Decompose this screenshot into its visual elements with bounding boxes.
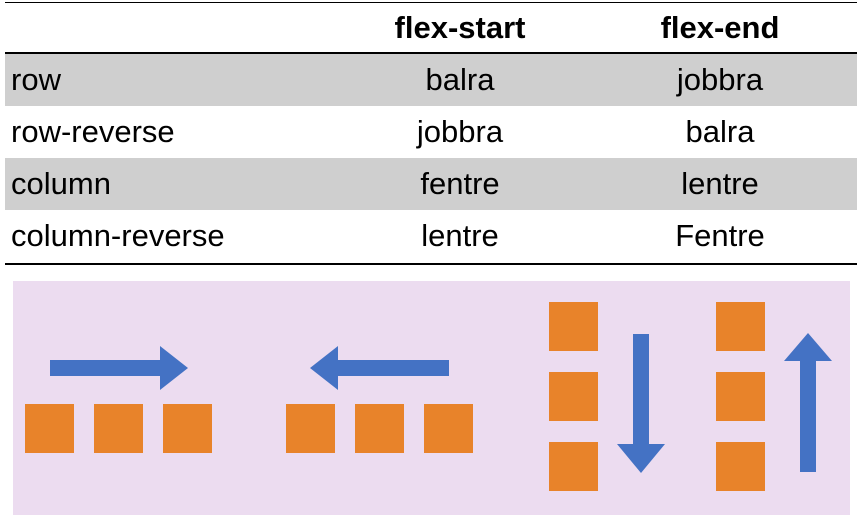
- up-arrow-icon: [784, 333, 832, 472]
- row-name-cell: row-reverse: [11, 114, 175, 149]
- table-header-row: flex-start flex-end: [5, 3, 857, 52]
- row-start-cell: fentre: [420, 166, 500, 201]
- group-column: [549, 302, 665, 491]
- header-cell-flex-start: flex-start: [394, 9, 526, 45]
- table-top-rule: [5, 2, 857, 3]
- flex-item-box: [94, 404, 143, 453]
- flex-item-box: [163, 404, 212, 453]
- flex-item-box: [549, 302, 598, 351]
- row-end-cell: jobbra: [676, 62, 764, 97]
- row-end-cell: Fentre: [675, 218, 765, 253]
- flex-item-box: [424, 404, 473, 453]
- flex-item-box: [549, 372, 598, 421]
- group-row-reverse: [286, 346, 473, 453]
- header-cell-flex-end: flex-end: [660, 9, 780, 45]
- flex-item-box: [716, 442, 765, 491]
- table-row: column fentre lentre: [5, 158, 857, 210]
- group-row: [25, 346, 212, 453]
- table-row: column-reverse lentre Fentre: [5, 210, 857, 262]
- group-column-reverse: [716, 302, 832, 491]
- table-row: row balra jobbra: [5, 54, 857, 106]
- row-name-cell: column: [11, 166, 111, 201]
- diagram-canvas: [25, 302, 832, 491]
- table-row: row-reverse jobbra balra: [5, 106, 857, 158]
- right-arrow-icon: [50, 346, 188, 390]
- flex-item-box: [286, 404, 335, 453]
- down-arrow-icon: [617, 334, 665, 473]
- flex-item-box: [716, 302, 765, 351]
- row-name-cell: row: [11, 62, 61, 97]
- row-name-cell: column-reverse: [11, 218, 225, 253]
- table-header-rule: [5, 52, 857, 54]
- row-start-cell: jobbra: [416, 114, 504, 149]
- flex-item-box: [355, 404, 404, 453]
- row-end-cell: lentre: [681, 166, 759, 201]
- flex-direction-diagram: [13, 281, 850, 515]
- row-start-cell: lentre: [421, 218, 499, 253]
- left-arrow-icon: [310, 346, 449, 390]
- flex-item-box: [549, 442, 598, 491]
- row-start-cell: balra: [425, 62, 495, 97]
- row-end-cell: balra: [685, 114, 755, 149]
- flex-item-box: [25, 404, 74, 453]
- flex-item-box: [716, 372, 765, 421]
- table-bottom-rule: [5, 263, 857, 265]
